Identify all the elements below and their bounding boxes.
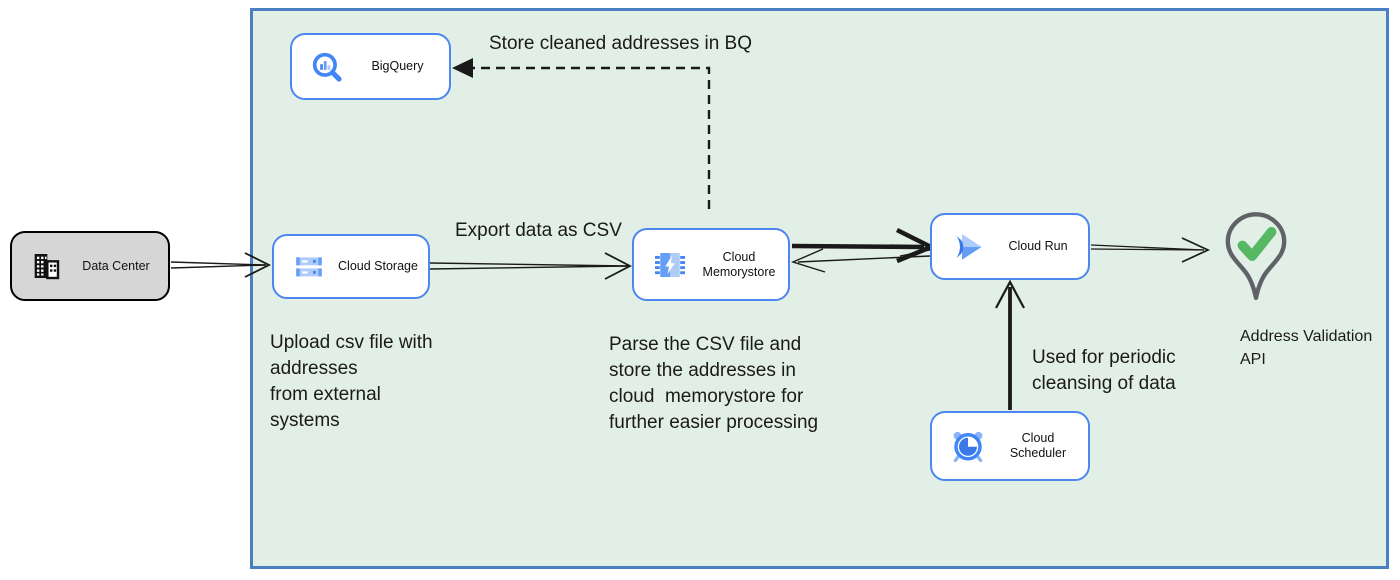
node-cloud-scheduler: Cloud Scheduler — [930, 411, 1090, 481]
annotation-store-bq: Store cleaned addresses in BQ — [489, 33, 752, 54]
node-cloud-storage: Cloud Storage — [272, 234, 430, 299]
node-label: Cloud Run — [1008, 239, 1068, 253]
address-validation-label: Address Validation API — [1240, 328, 1373, 368]
memorystore-icon — [652, 247, 688, 283]
node-label: Cloud Memorystore — [702, 249, 776, 279]
arrow-run-to-memorystore — [790, 248, 931, 273]
node-label: BigQuery — [371, 59, 424, 73]
gcp-zone-container — [250, 8, 1389, 569]
node-label: Data Center — [82, 258, 150, 273]
node-cloud-run: Cloud Run — [930, 213, 1090, 280]
building-icon — [30, 250, 62, 282]
annotation-export-csv: Export data as CSV — [455, 220, 622, 241]
arrow-run-to-validation — [1090, 237, 1211, 263]
node-data-center: Data Center — [10, 231, 170, 301]
scheduler-icon — [950, 428, 986, 464]
arrow-storage-to-memorystore — [429, 252, 632, 280]
cloud-run-icon — [950, 229, 986, 265]
annotation-parse-csv: Parse the CSV file and store the address… — [609, 334, 819, 433]
node-cloud-memorystore: Cloud Memorystore — [632, 228, 790, 301]
arrow-scheduler-to-run — [995, 279, 1025, 410]
pin-check-icon — [1222, 212, 1290, 314]
bigquery-icon — [310, 50, 344, 84]
node-label: Cloud Scheduler — [1009, 431, 1067, 460]
annotation-upload-csv: Upload csv file with addresses from exte… — [270, 332, 433, 431]
node-label: Cloud Storage — [338, 259, 418, 273]
cloud-storage-icon — [292, 250, 326, 284]
address-validation-pin — [1222, 210, 1290, 310]
annotation-periodic-cleansing: Used for periodic cleansing of data — [1032, 347, 1176, 394]
arrow-memorystore-to-bigquery — [452, 58, 711, 209]
node-bigquery: BigQuery — [290, 33, 451, 100]
arrow-datacenter-to-storage — [170, 252, 272, 278]
